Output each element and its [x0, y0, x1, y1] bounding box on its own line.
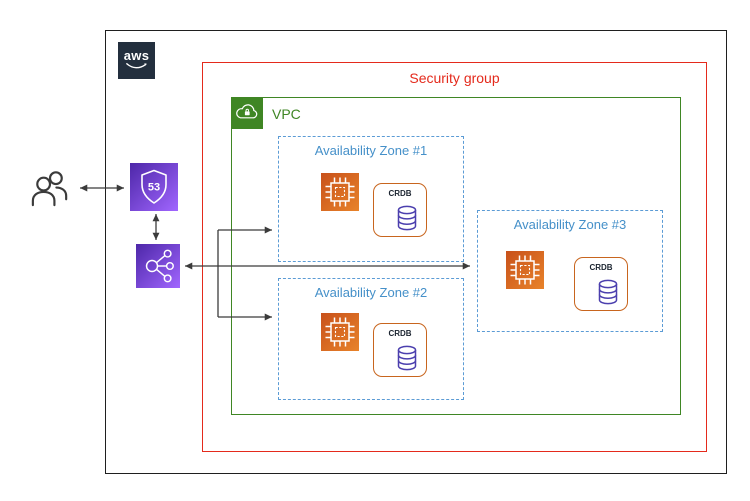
crdb-label: CRDB: [388, 329, 412, 338]
vpc-icon: [231, 97, 263, 129]
vpc-label: VPC: [272, 106, 301, 122]
availability-zone-3-label: Availability Zone #3: [513, 217, 627, 232]
availability-zone-2-label: Availability Zone #2: [314, 285, 428, 300]
availability-zone-1: Availability Zone #1 CRDB: [278, 136, 464, 262]
crdb-label: CRDB: [388, 189, 412, 198]
security-group-boundary: Security group VPC: [202, 62, 707, 452]
vpc-boundary: VPC: [231, 97, 681, 415]
database-icon: [598, 279, 618, 305]
aws-cloud-boundary: [105, 30, 727, 474]
route53-icon: 53: [130, 163, 178, 211]
aws-smile-icon: [125, 63, 147, 69]
crdb-node: CRDB: [373, 323, 427, 377]
availability-zone-3: Availability Zone #3 CRDB: [477, 210, 663, 332]
security-group-label: Security group: [409, 70, 500, 86]
ec2-instance-icon: [321, 173, 359, 211]
users-icon: [31, 171, 68, 207]
database-icon: [397, 205, 417, 231]
crdb-node: CRDB: [373, 183, 427, 237]
load-balancer-icon: [136, 244, 180, 288]
route53-badge: 53: [148, 182, 160, 194]
availability-zone-1-label: Availability Zone #1: [314, 143, 428, 158]
ec2-instance-icon: [506, 251, 544, 289]
ec2-instance-icon: [321, 313, 359, 351]
aws-logo: aws: [118, 42, 155, 79]
aws-logo-text: aws: [123, 48, 150, 63]
availability-zone-2: Availability Zone #2 CRDB: [278, 278, 464, 400]
crdb-label: CRDB: [589, 263, 613, 272]
database-icon: [397, 345, 417, 371]
crdb-node: CRDB: [574, 257, 628, 311]
